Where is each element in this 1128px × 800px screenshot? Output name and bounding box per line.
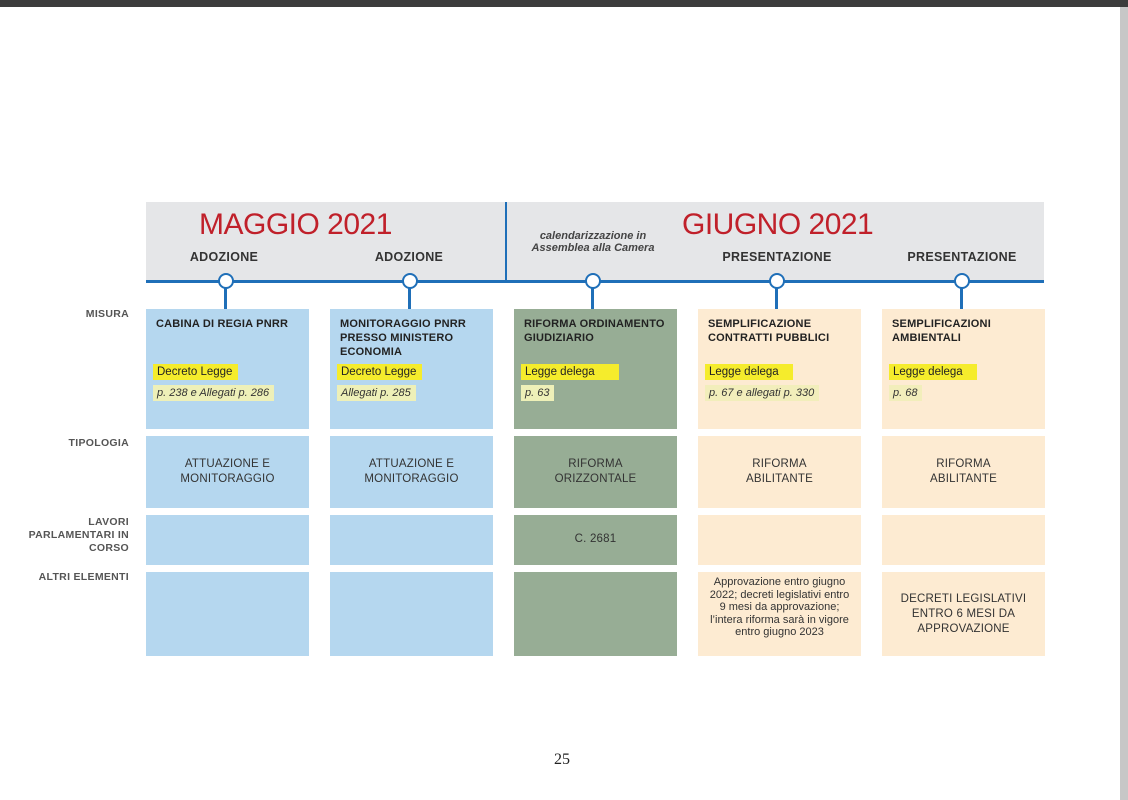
measure-title: RIFORMA ORDINAMENTO GIUDIZIARIO [524,318,665,344]
tipologia-text: ATTUAZIONE E MONITORAGGIO [364,458,459,485]
month-divider [505,202,507,281]
altri-cell-3 [514,572,677,656]
page-reference: Allegati p. 285 [337,385,416,401]
measure-title: CABINA DI REGIA PNRR [156,318,289,330]
act-type-highlight: Decreto Legge [153,364,239,380]
tipologia-cell-5: RIFORMA ABILITANTE [882,436,1045,508]
lavori-cell-5 [882,515,1045,565]
timeline-node-3 [585,273,601,289]
tipologia-text: RIFORMA ABILITANTE [930,458,997,485]
month-june: GIUGNO 2021 [682,208,874,241]
tipologia-text: RIFORMA ABILITANTE [746,458,813,485]
phase-label-1: ADOZIONE [189,250,259,264]
phase-label-2: ADOZIONE [374,250,444,264]
vertical-scrollbar[interactable] [1120,7,1128,800]
phase-label-4: PRESENTAZIONE [722,250,832,264]
timeline-stem-2 [408,283,411,310]
timeline-node-2 [402,273,418,289]
measure-title: SEMPLIFICAZIONI AMBIENTALI [892,318,991,344]
timeline-stem-1 [224,283,227,310]
page-reference: p. 63 [521,385,555,401]
tipologia-cell-3: RIFORMA ORIZZONTALE [514,436,677,508]
row-label-lavori: LAVORI PARLAMENTARI IN CORSO [28,516,129,554]
measure-title: MONITORAGGIO PNRR PRESSO MINISTERO ECONO… [340,318,467,358]
tipologia-text: ATTUAZIONE E MONITORAGGIO [180,458,275,485]
page-reference: p. 238 e Allegati p. 286 [153,385,275,401]
timeline-node-4 [769,273,785,289]
misura-cell-5: SEMPLIFICAZIONI AMBIENTALI Legge delega … [882,309,1045,429]
timeline-node-5 [954,273,970,289]
lavori-cell-3: C. 2681 [514,515,677,565]
timeline-stem-4 [775,283,778,310]
misura-cell-3: RIFORMA ORDINAMENTO GIUDIZIARIO Legge de… [514,309,677,429]
timeline-stem-3 [591,283,594,310]
lavori-cell-4 [698,515,861,565]
altri-cell-4: Approvazione entro giugno 2022; decreti … [698,572,861,656]
altri-cell-1 [146,572,309,656]
viewer-top-bar [0,0,1128,7]
act-type-highlight: Legge delega [889,364,977,380]
tipologia-cell-1: ATTUAZIONE E MONITORAGGIO [146,436,309,508]
altri-text: Approvazione entro giugno 2022; decreti … [709,576,850,638]
act-type-highlight: Legge delega [521,364,619,380]
lavori-text: C. 2681 [574,533,617,545]
tipologia-text: RIFORMA ORIZZONTALE [554,458,637,485]
row-label-tipologia: TIPOLOGIA [68,437,129,449]
altri-cell-5: DECRETI LEGISLATIVI ENTRO 6 MESI DA APPR… [882,572,1045,656]
measure-title: SEMPLIFICAZIONE CONTRATTI PUBBLICI [708,318,830,344]
tipologia-cell-4: RIFORMA ABILITANTE [698,436,861,508]
page-reference: p. 68 [889,385,923,401]
lavori-cell-1 [146,515,309,565]
timeline-node-1 [218,273,234,289]
page-number: 25 [554,751,570,768]
row-label-misura: MISURA [85,308,129,320]
lavori-cell-2 [330,515,493,565]
misura-cell-2: MONITORAGGIO PNRR PRESSO MINISTERO ECONO… [330,309,493,429]
altri-cell-2 [330,572,493,656]
phase-label-3: calendarizzazione in Assemblea alla Came… [531,230,655,254]
month-may: MAGGIO 2021 [199,208,392,241]
misura-cell-1: CABINA DI REGIA PNRR Decreto Legge p. 23… [146,309,309,429]
act-type-highlight: Decreto Legge [337,364,423,380]
timeline-header [146,202,1044,282]
page-reference: p. 67 e allegati p. 330 [705,385,820,401]
phase-label-5: PRESENTAZIONE [907,250,1017,264]
tipologia-cell-2: ATTUAZIONE E MONITORAGGIO [330,436,493,508]
timeline-stem-5 [960,283,963,310]
misura-cell-4: SEMPLIFICAZIONE CONTRATTI PUBBLICI Legge… [698,309,861,429]
altri-text: DECRETI LEGISLATIVI ENTRO 6 MESI DA APPR… [900,593,1027,635]
row-label-altri: ALTRI ELEMENTI [38,571,129,583]
act-type-highlight: Legge delega [705,364,793,380]
